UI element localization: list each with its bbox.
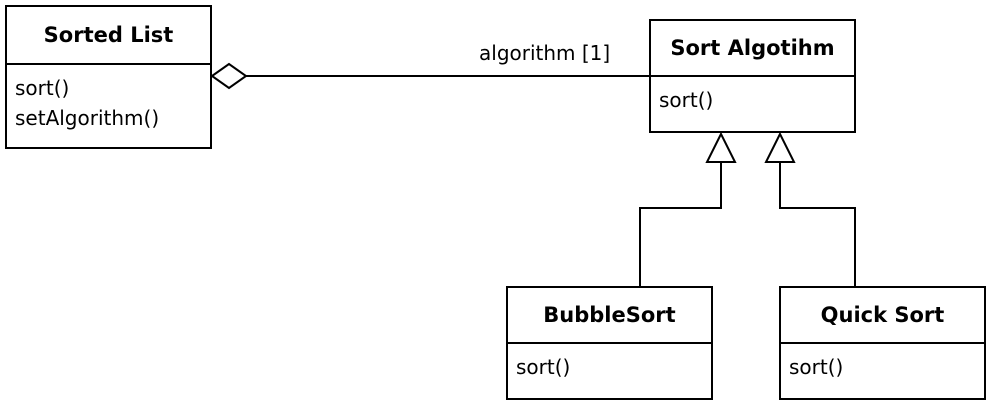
aggregation-diamond-icon [210,62,248,90]
generalization-arrow-icon [705,131,737,163]
inheritance-line-bubblesort [639,162,722,287]
class-bubble-sort[interactable]: BubbleSort sort() [506,286,713,400]
class-methods: sort() [781,344,984,382]
class-name: Sort Algotihm [651,21,854,77]
class-sort-algorithm[interactable]: Sort Algotihm sort() [649,19,856,133]
class-sorted-list[interactable]: Sorted List sort() setAlgorithm() [5,5,212,149]
generalization-arrow-icon [764,131,796,163]
association-label: algorithm [1] [479,41,611,65]
inheritance-line-quicksort [779,162,856,287]
method-sort: sort() [659,88,714,112]
method-sort: sort() [789,355,844,379]
method-sort: sort() [516,355,571,379]
method-set-algorithm: setAlgorithm() [15,106,160,130]
class-name: BubbleSort [508,288,711,344]
class-quick-sort[interactable]: Quick Sort sort() [779,286,986,400]
method-sort: sort() [15,76,70,100]
class-name: Quick Sort [781,288,984,344]
class-methods: sort() setAlgorithm() [7,65,210,133]
class-methods: sort() [508,344,711,382]
class-methods: sort() [651,77,854,115]
class-name: Sorted List [7,7,210,65]
